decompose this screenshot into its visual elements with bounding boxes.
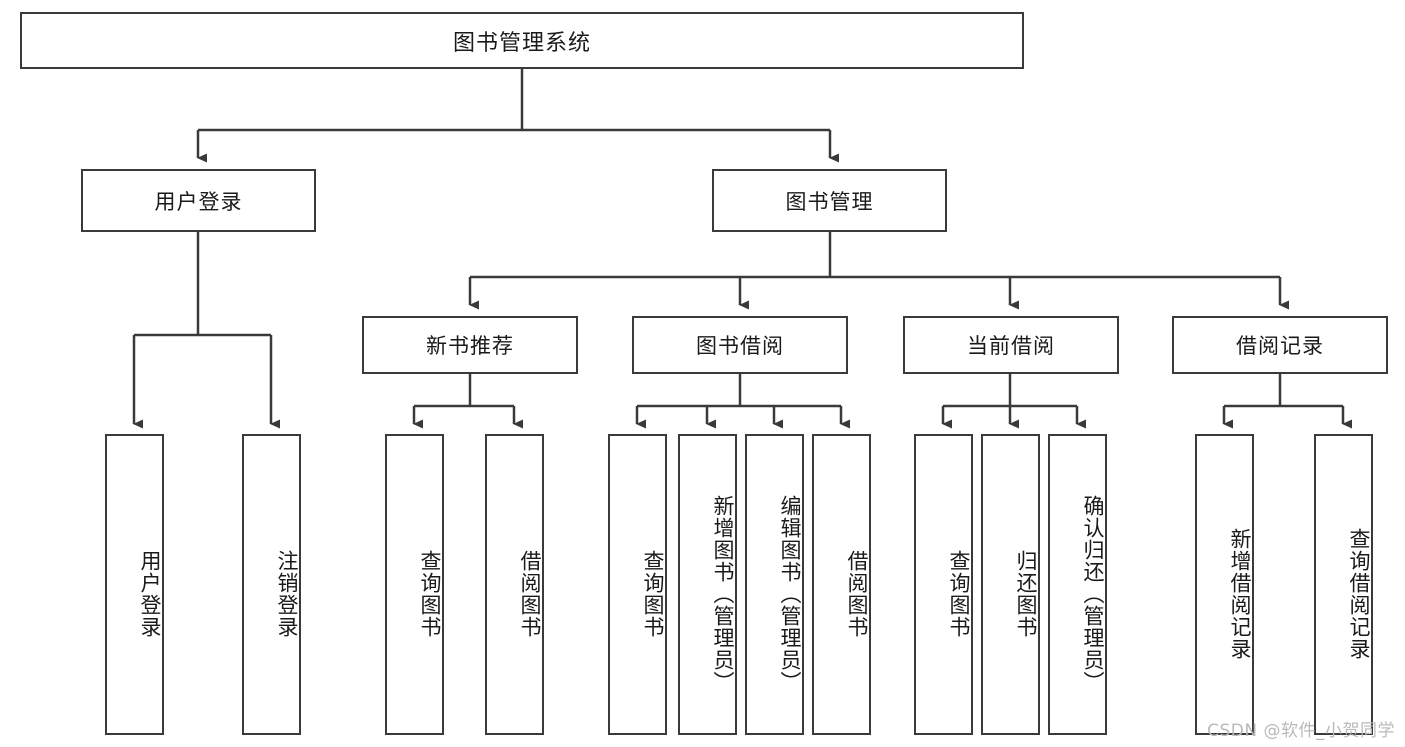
leaf-label: 查询借阅记录	[1347, 527, 1371, 660]
node-new-book-recommend[interactable]: 新书推荐	[362, 316, 578, 374]
node-book-management-label: 图书管理	[785, 189, 874, 214]
node-root-system[interactable]: 图书管理系统	[20, 12, 1024, 69]
leaf-new-book-borrow[interactable]: 借阅图书	[485, 434, 544, 735]
node-user-login[interactable]: 用户登录	[81, 169, 316, 232]
leaf-label: 查询图书	[641, 549, 665, 638]
leaf-book-borrow-query[interactable]: 查询图书	[608, 434, 667, 735]
node-book-borrow-label: 图书借阅	[696, 334, 784, 358]
leaf-borrow-record-query[interactable]: 查询借阅记录	[1314, 434, 1373, 735]
leaf-borrow-record-add[interactable]: 新增借阅记录	[1195, 434, 1254, 735]
leaf-book-borrow-add[interactable]: 新增图书（管理员）	[678, 434, 737, 735]
leaf-label: 用户登录	[138, 549, 162, 638]
leaf-label: 借阅图书	[845, 549, 869, 638]
leaf-book-borrow-edit[interactable]: 编辑图书（管理员）	[745, 434, 804, 735]
leaf-new-book-query[interactable]: 查询图书	[385, 434, 444, 735]
leaf-label: 查询图书	[418, 549, 442, 638]
leaf-label: 确认归还（管理员）	[1081, 494, 1105, 693]
leaf-label: 注销登录	[275, 549, 299, 638]
watermark-text: CSDN @软件_小贺同学	[1207, 721, 1395, 741]
node-borrow-record-label: 借阅记录	[1236, 334, 1324, 358]
node-user-login-label: 用户登录	[154, 189, 243, 214]
leaf-current-borrow-confirm-return[interactable]: 确认归还（管理员）	[1048, 434, 1107, 735]
leaf-label: 新增图书（管理员）	[711, 494, 735, 693]
leaf-book-borrow-lend[interactable]: 借阅图书	[812, 434, 871, 735]
node-root-label: 图书管理系统	[452, 30, 591, 56]
node-book-borrow[interactable]: 图书借阅	[632, 316, 848, 374]
leaf-label: 新增借阅记录	[1228, 527, 1252, 660]
leaf-label: 归还图书	[1014, 549, 1038, 638]
node-current-borrow[interactable]: 当前借阅	[903, 316, 1119, 374]
leaf-label: 查询图书	[947, 549, 971, 638]
leaf-label: 借阅图书	[518, 549, 542, 638]
leaf-current-borrow-return[interactable]: 归还图书	[981, 434, 1040, 735]
node-book-management[interactable]: 图书管理	[712, 169, 947, 232]
leaf-user-login-signout[interactable]: 注销登录	[242, 434, 301, 735]
leaf-current-borrow-query[interactable]: 查询图书	[914, 434, 973, 735]
leaf-user-login-signin[interactable]: 用户登录	[105, 434, 164, 735]
node-new-book-recommend-label: 新书推荐	[426, 334, 514, 358]
node-borrow-record[interactable]: 借阅记录	[1172, 316, 1388, 374]
node-current-borrow-label: 当前借阅	[967, 334, 1055, 358]
leaf-label: 编辑图书（管理员）	[778, 494, 802, 693]
